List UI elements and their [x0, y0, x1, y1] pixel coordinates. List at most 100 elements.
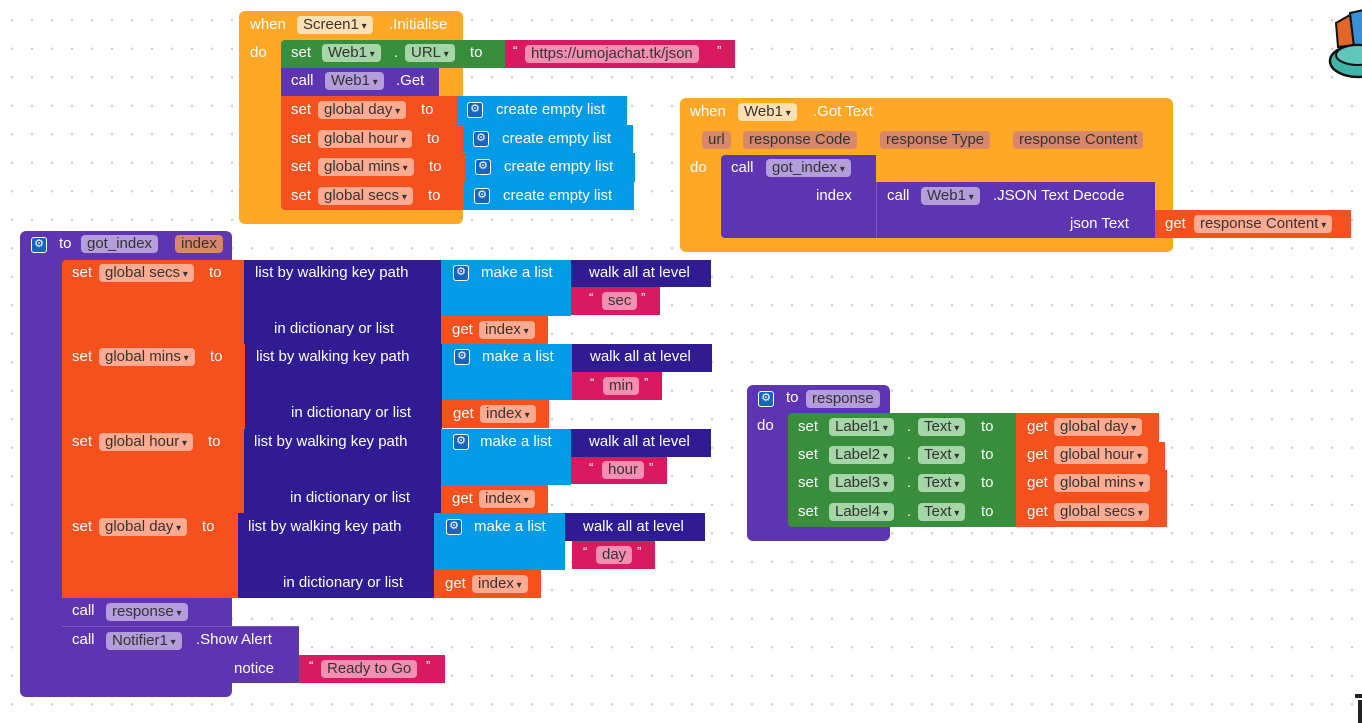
component-dropdown[interactable]: Web1: [322, 44, 381, 62]
text-string-block[interactable]: “ Ready to Go ”: [299, 655, 445, 683]
walk-all-at-level-block[interactable]: walk all at level: [571, 260, 711, 287]
variable-dropdown[interactable]: index: [479, 321, 535, 339]
gear-icon[interactable]: ⚙: [475, 159, 491, 175]
url-text-field[interactable]: https://umojachat.tk/json: [525, 45, 699, 63]
get-global-mins-block[interactable]: get global mins: [1016, 470, 1167, 498]
create-empty-list-block[interactable]: ⚙ create empty list: [463, 125, 633, 153]
variable-dropdown[interactable]: global hour: [318, 130, 413, 148]
variable-dropdown[interactable]: global mins: [318, 158, 414, 176]
set-global-day-block[interactable]: set global day to: [62, 513, 238, 598]
component-dropdown[interactable]: Label4: [829, 503, 894, 521]
key-text-field[interactable]: day: [596, 546, 633, 564]
procedure-dropdown[interactable]: got_index: [766, 159, 851, 177]
notifier-show-alert-block[interactable]: call Notifier1 .Show Alert notice: [62, 626, 299, 683]
key-text-field[interactable]: sec: [602, 292, 638, 310]
component-dropdown[interactable]: Web1: [921, 187, 980, 205]
variable-dropdown[interactable]: global day: [318, 101, 407, 119]
create-empty-list-block[interactable]: ⚙ create empty list: [464, 182, 634, 210]
property-dropdown[interactable]: Text: [918, 474, 966, 492]
get-global-day-block[interactable]: get global day: [1016, 413, 1159, 442]
gear-icon[interactable]: ⚙: [467, 102, 483, 118]
variable-dropdown[interactable]: global mins: [99, 348, 195, 366]
get-global-hour-block[interactable]: get global hour: [1016, 442, 1165, 470]
gear-icon[interactable]: ⚙: [453, 434, 469, 450]
set-global-day-block[interactable]: set global day to: [281, 96, 457, 125]
set-global-secs-block[interactable]: set global secs to: [62, 260, 244, 344]
param-url[interactable]: url: [702, 131, 731, 149]
gear-icon[interactable]: ⚙: [474, 188, 490, 204]
notice-text-field[interactable]: Ready to Go: [321, 660, 418, 678]
gear-icon[interactable]: ⚙: [758, 391, 774, 407]
procedure-dropdown[interactable]: response: [106, 603, 188, 621]
variable-dropdown[interactable]: global mins: [1054, 474, 1150, 492]
component-dropdown[interactable]: Web1: [738, 103, 797, 121]
get-global-secs-block[interactable]: get global secs: [1016, 498, 1167, 527]
set-label4-text-block[interactable]: set Label4 . Text to: [788, 498, 1016, 527]
variable-dropdown[interactable]: global secs: [99, 264, 194, 282]
call-got-index-block[interactable]: call got_index index: [721, 155, 876, 238]
variable-dropdown[interactable]: global secs: [318, 187, 413, 205]
get-index-block[interactable]: get index: [434, 570, 541, 598]
call-response-block[interactable]: call response: [62, 598, 201, 626]
procedure-name-field[interactable]: response: [806, 390, 880, 408]
set-global-hour-block[interactable]: set global hour to: [62, 429, 244, 513]
text-string-block[interactable]: “ sec ”: [571, 287, 660, 315]
variable-dropdown[interactable]: global hour: [99, 433, 194, 451]
set-label1-text-block[interactable]: set Label1 . Text to: [788, 413, 1016, 442]
variable-dropdown[interactable]: global secs: [1054, 503, 1149, 521]
walk-key-path-block[interactable]: list by walking key path in dictionary o…: [244, 429, 441, 513]
set-global-mins-block[interactable]: set global mins to: [62, 344, 245, 429]
set-global-hour-block[interactable]: set global hour to: [281, 125, 463, 153]
walk-key-path-block[interactable]: list by walking key path in dictionary o…: [238, 513, 434, 598]
walk-key-path-block[interactable]: list by walking key path in dictionary o…: [244, 260, 441, 344]
variable-dropdown[interactable]: index: [479, 490, 535, 508]
component-dropdown[interactable]: Label3: [829, 474, 894, 492]
json-text-decode-block[interactable]: call Web1 .JSON Text Decode json Text: [876, 182, 1155, 238]
text-string-block[interactable]: “ day ”: [572, 541, 655, 569]
param-response-code[interactable]: response Code: [743, 131, 857, 149]
get-index-block[interactable]: get index: [442, 400, 549, 428]
component-dropdown[interactable]: Web1: [325, 72, 384, 90]
set-label3-text-block[interactable]: set Label3 . Text to: [788, 470, 1016, 498]
param-response-type[interactable]: response Type: [880, 131, 991, 149]
procedure-name-field[interactable]: got_index: [81, 235, 159, 253]
make-a-list-block[interactable]: ⚙ make a list: [441, 429, 571, 485]
gear-icon[interactable]: ⚙: [453, 265, 469, 281]
gear-icon[interactable]: ⚙: [31, 237, 47, 253]
backpack-icon[interactable]: [1328, 5, 1362, 80]
call-web1-get-block[interactable]: call Web1 .Get: [281, 68, 439, 96]
gear-icon[interactable]: ⚙: [454, 349, 470, 365]
text-string-block[interactable]: “ hour ”: [571, 457, 667, 484]
set-label2-text-block[interactable]: set Label2 . Text to: [788, 442, 1016, 470]
key-text-field[interactable]: hour: [602, 461, 645, 479]
component-dropdown[interactable]: Notifier1: [106, 632, 182, 650]
walk-all-at-level-block[interactable]: walk all at level: [565, 513, 705, 541]
property-dropdown[interactable]: Text: [918, 418, 966, 436]
make-a-list-block[interactable]: ⚙ make a list: [434, 513, 565, 570]
component-dropdown[interactable]: Screen1: [297, 16, 373, 34]
gear-icon[interactable]: ⚙: [473, 131, 489, 147]
set-web1-url-block[interactable]: set Web1 . URL to: [281, 40, 507, 68]
make-a-list-block[interactable]: ⚙ make a list: [442, 344, 572, 400]
gear-icon[interactable]: ⚙: [446, 519, 462, 535]
variable-dropdown[interactable]: global day: [99, 518, 188, 536]
create-empty-list-block[interactable]: ⚙ create empty list: [457, 96, 627, 125]
walk-all-at-level-block[interactable]: walk all at level: [572, 344, 712, 372]
get-index-block[interactable]: get index: [441, 316, 548, 344]
get-response-content-block[interactable]: get response Content: [1155, 210, 1351, 238]
component-dropdown[interactable]: Label1: [829, 418, 894, 436]
param-index[interactable]: index: [175, 235, 223, 253]
text-string-block[interactable]: “ min ”: [572, 372, 662, 400]
variable-dropdown[interactable]: index: [480, 405, 536, 423]
create-empty-list-block[interactable]: ⚙ create empty list: [465, 153, 635, 182]
param-response-content[interactable]: response Content: [1013, 131, 1144, 149]
variable-dropdown[interactable]: global hour: [1054, 446, 1149, 464]
variable-dropdown[interactable]: global day: [1054, 418, 1143, 436]
component-dropdown[interactable]: Label2: [829, 446, 894, 464]
property-dropdown[interactable]: URL: [405, 44, 455, 62]
walk-all-at-level-block[interactable]: walk all at level: [571, 429, 711, 457]
property-dropdown[interactable]: Text: [918, 446, 966, 464]
make-a-list-block[interactable]: ⚙ make a list: [441, 260, 571, 316]
set-global-secs-block[interactable]: set global secs to: [281, 182, 464, 210]
trash-icon[interactable]: [1355, 694, 1362, 723]
